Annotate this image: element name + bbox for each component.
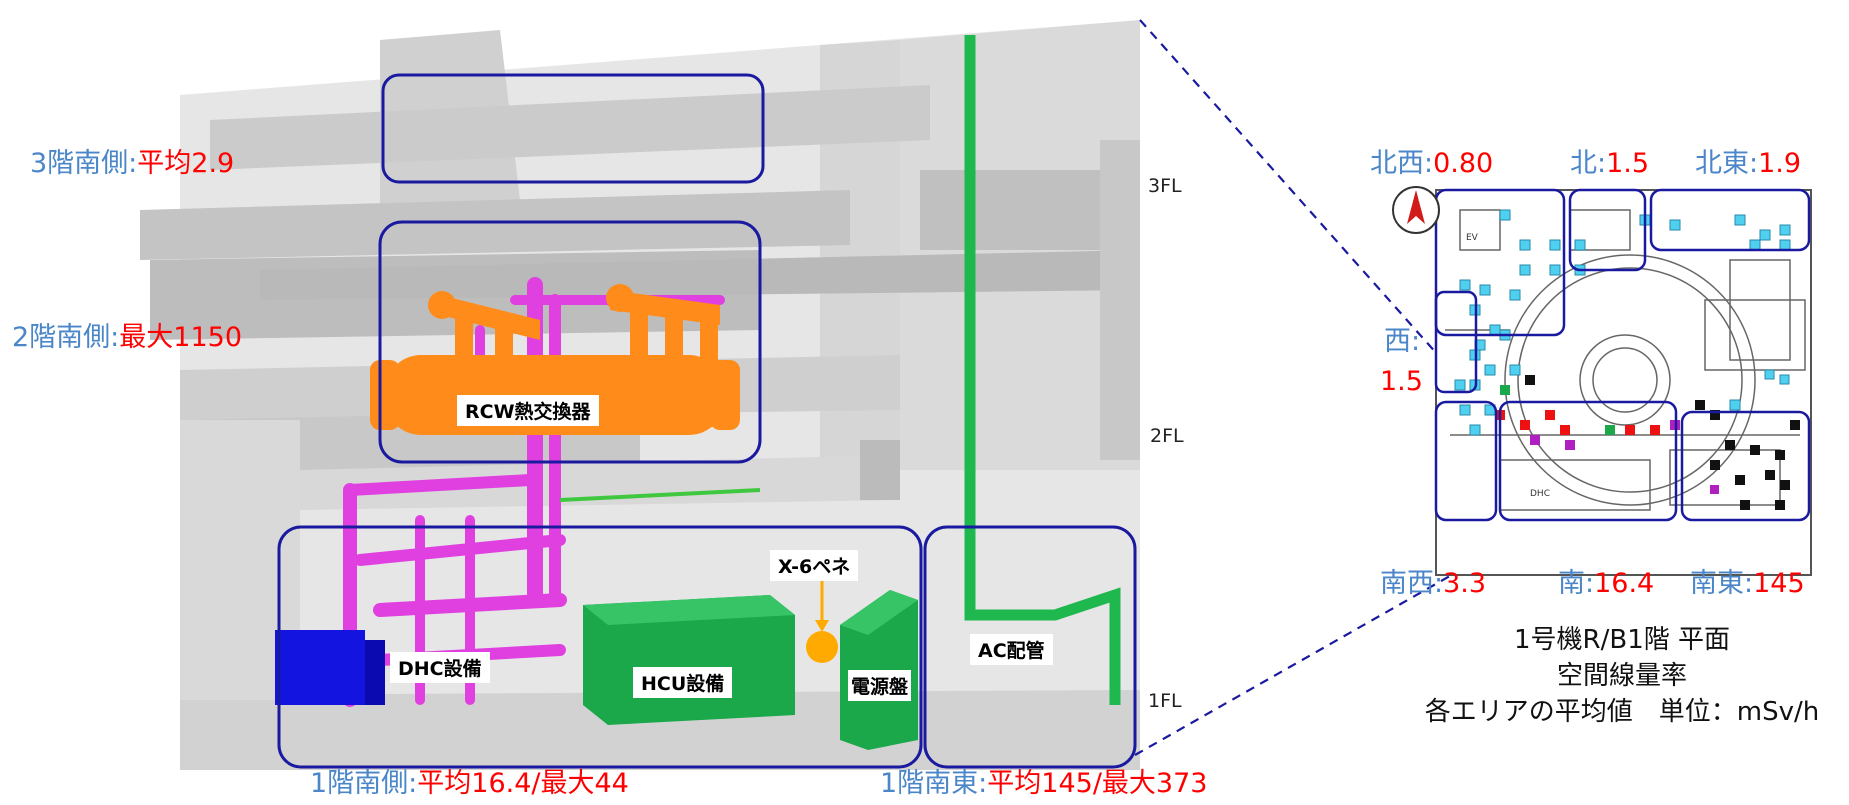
floor-label-1fl: 1FL	[1148, 690, 1182, 712]
plan-label-south: 南:16.4	[1558, 568, 1655, 599]
area-label-2f-south: 2階南側:最大1150	[12, 322, 242, 353]
ac-piping-label: AC配管	[970, 634, 1053, 665]
caption-line-3: 各エリアの平均値 単位：mSv/h	[1424, 697, 1820, 727]
caption-line-2: 空間線量率	[1556, 661, 1687, 691]
floor-label-3fl: 3FL	[1148, 175, 1182, 197]
dhc-blue-unit	[275, 630, 385, 705]
dhc-equipment-label: DHC設備	[390, 652, 490, 683]
plan-dhc-label: DHC	[1530, 489, 1550, 499]
rcw-heat-exchanger-label: RCW熱交換器	[457, 395, 599, 426]
area-label-1f-south: 1階南側:平均16.4/最大44	[310, 768, 629, 799]
hcu-equipment-label: HCU設備	[633, 667, 733, 698]
compass-icon: N	[1392, 186, 1440, 234]
plan-region-frames	[1434, 188, 1811, 522]
plan-label-northeast: 北東:1.9	[1695, 148, 1802, 179]
plan-label-north: 北:1.5	[1570, 148, 1650, 179]
svg-text:N: N	[1418, 195, 1423, 203]
floor-plan-b1: EV DHC	[1392, 186, 1812, 576]
plan-label-northwest: 北西:0.80	[1370, 148, 1494, 179]
area-label-1f-southeast: 1階南東:平均145/最大373	[880, 768, 1208, 799]
plan-outline	[1435, 189, 1812, 576]
projection-lines	[1134, 19, 1479, 756]
dose-markers-black	[1525, 375, 1800, 510]
plan-label-southeast: 南東:145	[1690, 568, 1805, 599]
caption-line-1: 1号機R/B1階 平面	[1513, 625, 1730, 655]
plan-label-west-value: 1.5	[1380, 366, 1423, 397]
power-panel-label: 電源盤	[848, 670, 912, 701]
plan-caption: 1号機R/B1階 平面 空間線量率 各エリアの平均値 単位：mSv/h	[1395, 622, 1849, 730]
area-frames	[277, 73, 1137, 769]
floor-label-2fl: 2FL	[1150, 425, 1184, 447]
rcw-heat-exchanger-model	[370, 284, 740, 435]
plan-label-southwest: 南西:3.3	[1380, 568, 1487, 599]
area-label-3f-south: 3階南側:平均2.9	[30, 148, 235, 179]
x6-penetration-label: X-6ペネ	[770, 550, 859, 581]
plan-ev-label: EV	[1466, 233, 1479, 243]
plan-label-west-name: 西:	[1384, 326, 1421, 357]
x6-penetration-marker	[806, 578, 838, 663]
dose-markers-green	[1500, 385, 1615, 435]
